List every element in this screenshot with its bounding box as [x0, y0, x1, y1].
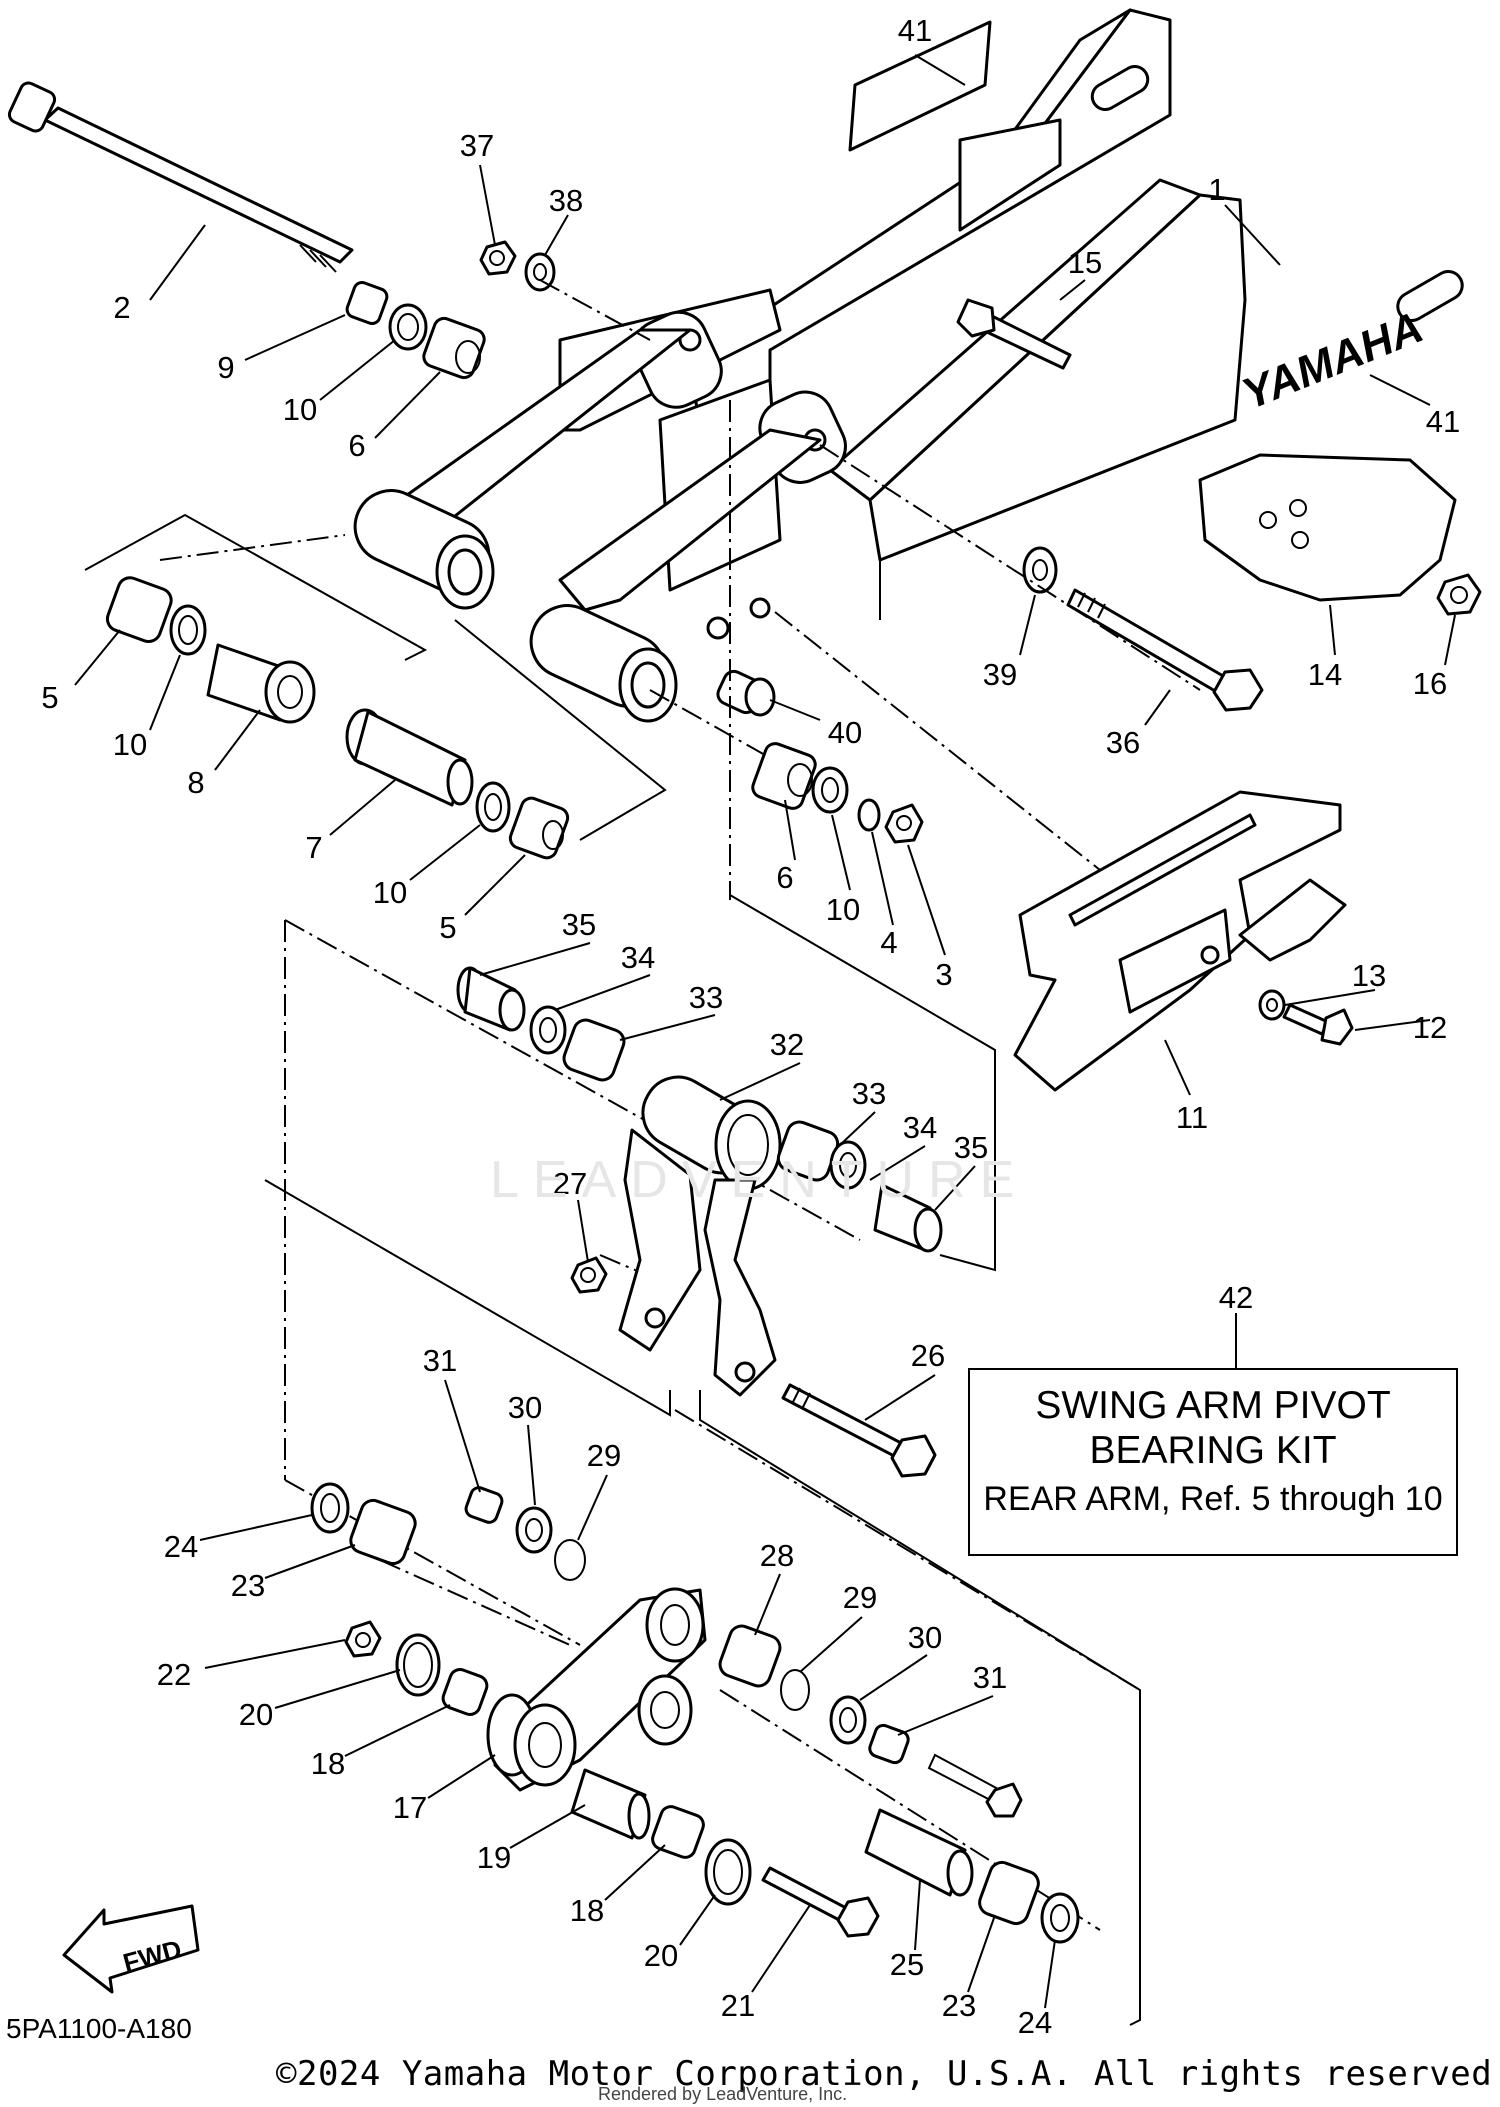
- diagram-code: 5PA1100-A180: [6, 2013, 192, 2044]
- bearing-kit-box: SWING ARM PIVOT BEARING KIT REAR ARM, Re…: [968, 1368, 1458, 1556]
- callout-21: 21: [721, 1988, 755, 2023]
- seal-set-upper: [464, 1486, 586, 1581]
- chain-guide-14: [1198, 453, 1457, 602]
- callout-42: 42: [1219, 1280, 1253, 1315]
- callout-9: 9: [217, 350, 234, 385]
- callout-15: 15: [1068, 245, 1102, 280]
- callout-16: 16: [1413, 666, 1447, 701]
- fwd-arrow-icon: FWD: [62, 1904, 200, 1994]
- callout-29: 29: [587, 1438, 621, 1473]
- callout-18: 18: [311, 1746, 345, 1781]
- callout-6: 6: [348, 428, 365, 463]
- relay-collar-left: [456, 966, 626, 1082]
- callout-17: 17: [393, 1790, 427, 1825]
- callout-23: 23: [231, 1568, 265, 1603]
- callout-10: 10: [283, 392, 317, 427]
- callout-11: 11: [1176, 1100, 1208, 1135]
- callout-13: 13: [1352, 958, 1386, 993]
- washer-39: [1022, 546, 1058, 594]
- callout-1: 1: [1208, 172, 1225, 207]
- nut-27: [570, 1256, 608, 1294]
- upper-bearing-set: [345, 281, 486, 380]
- callout-36: 36: [1106, 725, 1140, 760]
- callout-6: 6: [776, 860, 793, 895]
- callout-4: 4: [880, 925, 897, 960]
- callout-41: 41: [898, 13, 932, 48]
- leader-lines: [74, 54, 1456, 2009]
- relay-lower-parts: [570, 1768, 752, 1906]
- callout-31: 31: [973, 1660, 1007, 1695]
- nut-16: [1436, 573, 1482, 616]
- callout-28: 28: [760, 1538, 794, 1573]
- connecting-rod-32: [618, 1075, 782, 1397]
- screw-12-13: [1258, 989, 1354, 1046]
- callout-39: 39: [983, 657, 1017, 692]
- callout-33: 33: [852, 1076, 886, 1111]
- bolt-36: [1066, 588, 1264, 712]
- callout-27: 27: [553, 1166, 587, 1201]
- callout-10: 10: [826, 892, 860, 927]
- bearing-23-24-left: [310, 1482, 417, 1566]
- left-bearing-group: [105, 576, 316, 724]
- relay-collar-right: [776, 1120, 943, 1253]
- pivot-shaft: [7, 81, 354, 273]
- callout-41: 41: [1426, 404, 1460, 439]
- callout-10: 10: [113, 727, 147, 762]
- callout-34: 34: [621, 940, 655, 975]
- bolt-15: [956, 298, 1072, 370]
- relay-right-collar: [864, 1808, 1080, 1944]
- seal-set-lower: [718, 1624, 1023, 1818]
- callout-24: 24: [1018, 2005, 1052, 2040]
- callout-31: 31: [423, 1343, 457, 1378]
- left-relay-parts: [344, 1620, 489, 1716]
- bolt-21: [761, 1866, 880, 1938]
- callout-38: 38: [549, 183, 583, 218]
- callout-40: 40: [828, 715, 862, 750]
- callout-26: 26: [911, 1338, 945, 1373]
- nut-washer-37-38: [479, 240, 556, 292]
- callout-14: 14: [1308, 657, 1342, 692]
- callout-18: 18: [570, 1893, 604, 1928]
- callout-35: 35: [954, 1130, 988, 1165]
- bolt-26: [781, 1383, 937, 1478]
- callout-12: 12: [1413, 1010, 1447, 1045]
- rendered-by: Rendered by LeadVenture, Inc.: [598, 2084, 848, 2104]
- callout-7: 7: [305, 830, 322, 865]
- copyright-notice: ©2024 Yamaha Motor Corporation, U.S.A. A…: [276, 2054, 1500, 2094]
- plug-40: [716, 669, 776, 717]
- callout-2: 2: [113, 290, 130, 325]
- chain-support-11: [1013, 790, 1347, 1092]
- callout-10: 10: [373, 875, 407, 910]
- callout-25: 25: [890, 1947, 924, 1982]
- callout-23: 23: [942, 1988, 976, 2023]
- kit-title-line1: SWING ARM PIVOT: [1035, 1384, 1391, 1427]
- callout-5: 5: [41, 680, 58, 715]
- relay-arm-17: [486, 1587, 707, 1792]
- kit-reference: REAR ARM, Ref. 5 through 10: [983, 1480, 1443, 1518]
- decal-41: [848, 20, 992, 152]
- callout-20: 20: [239, 1697, 273, 1732]
- callout-30: 30: [508, 1390, 542, 1425]
- callout-20: 20: [644, 1938, 678, 1973]
- callout-30: 30: [908, 1620, 942, 1655]
- callout-19: 19: [477, 1840, 511, 1875]
- callout-29: 29: [843, 1580, 877, 1615]
- callout-5: 5: [439, 910, 456, 945]
- callout-22: 22: [157, 1657, 191, 1692]
- callout-34: 34: [903, 1110, 937, 1145]
- right-bearing-group: [345, 708, 570, 860]
- yamaha-brand-text: YAMAHA: [1235, 303, 1429, 420]
- pivot-stack-right: [751, 742, 924, 844]
- watermark: LEADVENTURE: [490, 1151, 1029, 1209]
- kit-title-line2: BEARING KIT: [1089, 1429, 1337, 1472]
- callout-24: 24: [164, 1529, 198, 1564]
- callout-37: 37: [460, 128, 494, 163]
- callout-33: 33: [689, 980, 723, 1015]
- callout-35: 35: [562, 907, 596, 942]
- callout-32: 32: [770, 1027, 804, 1062]
- callout-3: 3: [935, 957, 952, 992]
- callout-8: 8: [187, 765, 204, 800]
